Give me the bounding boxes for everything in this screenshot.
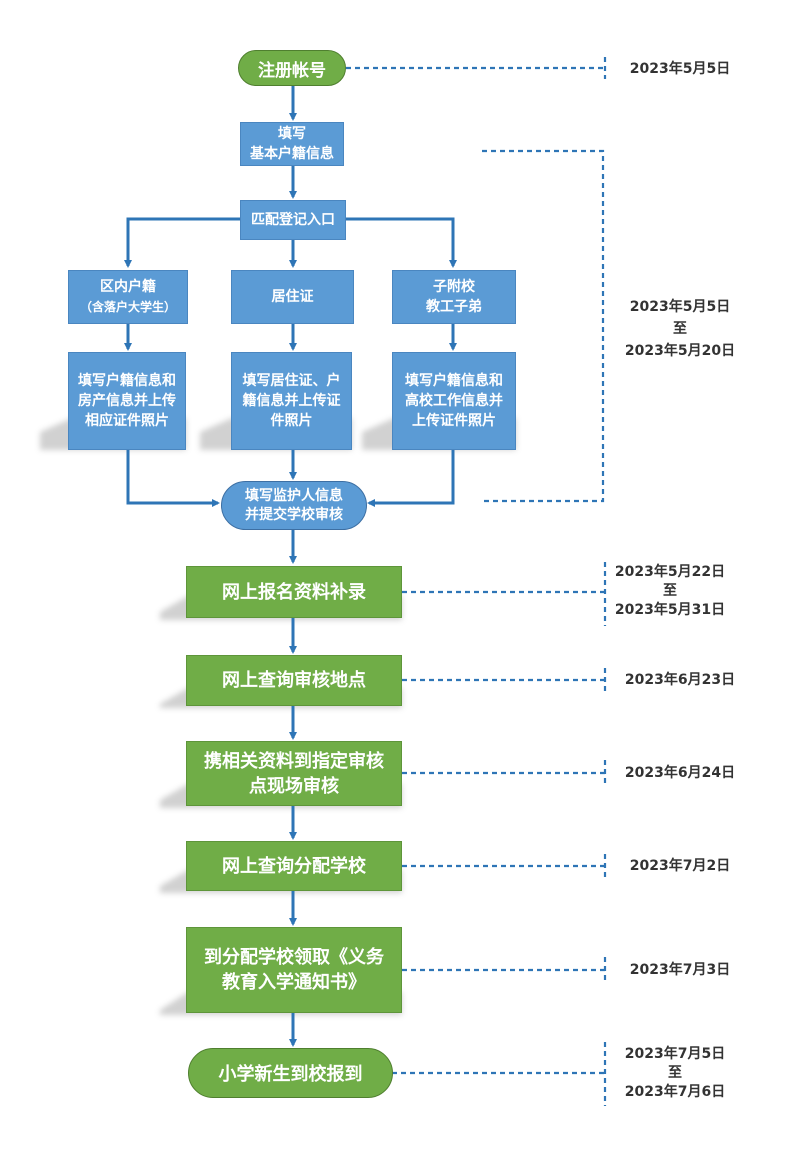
date-connectors <box>346 57 607 1106</box>
branch-staff-line-2: 教工子弟 <box>426 299 482 315</box>
fill-residence-line-2: 籍信息并上传证 <box>242 393 341 409</box>
guardian-node: 填写监护人信息 并提交学校审核 <box>221 481 367 530</box>
register-node: 注册帐号 <box>238 50 346 86</box>
query-site-label: 网上查询审核地点 <box>222 670 366 691</box>
branch-staff-line-1: 子附校 <box>433 279 475 295</box>
report-node: 小学新生到校报到 <box>188 1048 393 1098</box>
register-label: 注册帐号 <box>258 60 326 81</box>
date-query-school: 2023年7月2日 <box>610 855 750 877</box>
date-register-text: 2023年5月5日 <box>629 61 731 77</box>
query-school-node: 网上查询分配学校 <box>186 841 402 891</box>
date-report-start: 2023年7月5日 <box>624 1045 726 1062</box>
fill-residence-line-1: 填写居住证、户 <box>242 373 341 389</box>
date-register: 2023年5月5日 <box>610 58 750 80</box>
date-query-school-text: 2023年7月2日 <box>629 858 731 874</box>
date-notice-text: 2023年7月3日 <box>629 962 731 978</box>
branch-residence-label: 居住证 <box>271 289 314 305</box>
fill-local-line-1: 填写户籍信息和 <box>78 373 176 389</box>
match-entry-node: 匹配登记入口 <box>240 200 346 240</box>
branch-local-line-2: （含落户大学生） <box>79 300 176 314</box>
guardian-line-2: 并提交学校审核 <box>245 506 343 523</box>
onsite-node: 携相关资料到指定审核 点现场审核 <box>186 741 402 806</box>
notice-line-1: 到分配学校领取《义务 <box>204 947 384 968</box>
branch-staff-node: 子附校 教工子弟 <box>392 270 516 324</box>
notice-line-2: 教育入学通知书》 <box>222 972 366 993</box>
date-supplement: 2023年5月22日 至 2023年5月31日 <box>600 561 740 621</box>
report-label: 小学新生到校报到 <box>218 1064 363 1085</box>
guardian-line-1: 填写监护人信息 <box>245 487 343 504</box>
date-onsite: 2023年6月24日 <box>610 762 750 784</box>
branch-local-node: 区内户籍 （含落户大学生） <box>68 270 188 324</box>
supplement-node: 网上报名资料补录 <box>186 566 402 618</box>
date-supplement-end: 2023年5月31日 <box>614 601 726 618</box>
date-onsite-text: 2023年6月24日 <box>624 765 736 781</box>
date-supplement-start: 2023年5月22日 <box>614 563 726 580</box>
fill-basic-line-1: 填写 <box>278 126 306 142</box>
fill-local-line-2: 房产信息并上传 <box>78 393 176 409</box>
fill-staff-line-2: 高校工作信息并 <box>405 393 503 409</box>
match-entry-label: 匹配登记入口 <box>251 212 335 228</box>
date-query-site-text: 2023年6月23日 <box>624 672 736 688</box>
branch-local-line-1: 区内户籍 <box>100 279 156 295</box>
flow-arrows <box>124 86 457 1047</box>
fill-residence-node: 填写居住证、户 籍信息并上传证 件照片 <box>231 352 352 450</box>
query-site-node: 网上查询审核地点 <box>186 655 402 706</box>
fill-local-line-3: 相应证件照片 <box>85 413 169 429</box>
onsite-line-2: 点现场审核 <box>249 775 339 797</box>
branch-residence-node: 居住证 <box>231 270 354 324</box>
date-info-to: 至 <box>673 321 687 337</box>
fill-basic-node: 填写 基本户籍信息 <box>240 122 344 166</box>
fill-basic-line-2: 基本户籍信息 <box>250 146 334 162</box>
date-report: 2023年7月5日 至 2023年7月6日 <box>605 1043 745 1103</box>
date-report-to: 至 <box>668 1064 682 1081</box>
fill-staff-node: 填写户籍信息和 高校工作信息并 上传证件照片 <box>392 352 516 450</box>
date-info-period: 2023年5月5日 至 2023年5月20日 <box>610 296 750 362</box>
onsite-line-1: 携相关资料到指定审核 <box>204 750 384 772</box>
date-query-site: 2023年6月23日 <box>610 669 750 691</box>
date-report-end: 2023年7月6日 <box>624 1083 726 1100</box>
date-info-start: 2023年5月5日 <box>629 299 731 315</box>
supplement-label: 网上报名资料补录 <box>222 581 366 603</box>
date-notice: 2023年7月3日 <box>610 959 750 981</box>
fill-staff-line-3: 上传证件照片 <box>412 413 496 429</box>
notice-node: 到分配学校领取《义务 教育入学通知书》 <box>186 927 402 1013</box>
fill-residence-line-3: 件照片 <box>270 413 313 429</box>
date-info-end: 2023年5月20日 <box>624 343 736 359</box>
query-school-label: 网上查询分配学校 <box>222 855 366 877</box>
fill-staff-line-1: 填写户籍信息和 <box>405 373 503 389</box>
fill-local-node: 填写户籍信息和 房产信息并上传 相应证件照片 <box>68 352 186 450</box>
date-supplement-to: 至 <box>663 582 677 599</box>
